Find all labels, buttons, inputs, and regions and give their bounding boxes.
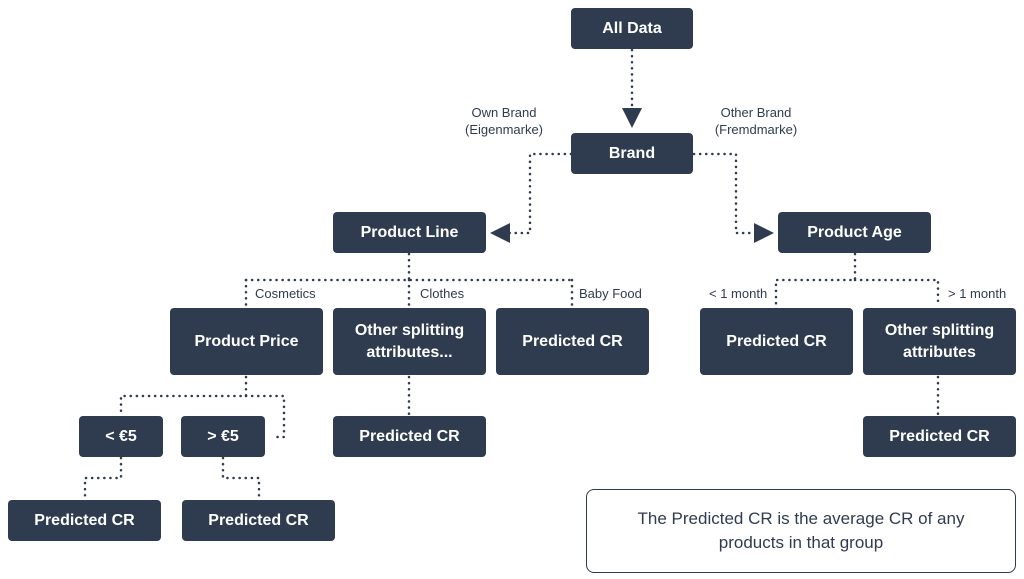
label-other-brand: Other Brand (Fremdmarke) [706, 104, 806, 138]
edge-gt5-predicted [221, 456, 261, 500]
edge-productage-split-right [853, 278, 940, 308]
node-other-splitting-1-line1: Other splitting [354, 321, 465, 339]
node-predicted-lt-5: Predicted CR [8, 500, 161, 541]
node-other-splitting-2: Other splitting attributes [863, 308, 1016, 375]
label-gt-1-month: > 1 month [948, 286, 1007, 301]
node-product-price: Product Price [170, 308, 323, 375]
label-other-brand-line1: Other Brand [720, 105, 792, 120]
node-product-age: Product Age [778, 212, 931, 253]
label-lt-1-month: < 1 month [709, 286, 768, 301]
node-gt-5: > €5 [181, 416, 265, 457]
node-lt-5: < €5 [79, 416, 163, 457]
label-own-brand: Own Brand (Eigenmarke) [456, 104, 552, 138]
node-predicted-baby-food: Predicted CR [496, 308, 649, 375]
node-other-splitting-1: Other splitting attributes... [333, 308, 486, 375]
node-other-splitting-2-line1: Other splitting [884, 321, 995, 339]
label-baby-food: Baby Food [579, 286, 642, 301]
node-predicted-gt-5: Predicted CR [182, 500, 335, 541]
label-clothes: Clothes [420, 286, 465, 301]
label-own-brand-line1: Own Brand [471, 105, 537, 120]
node-other-splitting-1-line2: attributes... [366, 343, 453, 361]
edge-brand-productage [692, 152, 774, 243]
node-all-data: All Data [571, 8, 693, 49]
label-other-brand-line2: (Fremdmarke) [714, 122, 798, 137]
edge-lt5-predicted [83, 456, 123, 500]
edge-brand-productline [490, 152, 573, 243]
node-predicted-lt-1-month: Predicted CR [700, 308, 853, 375]
label-cosmetics: Cosmetics [255, 286, 316, 301]
label-own-brand-line2: (Eigenmarke) [464, 122, 544, 137]
node-product-line: Product Line [333, 212, 486, 253]
edge-price-split [119, 375, 248, 416]
note-box: The Predicted CR is the average CR of an… [586, 489, 1016, 573]
node-predicted-other-1: Predicted CR [333, 416, 486, 457]
node-brand: Brand [571, 133, 693, 174]
edge-productage-split [774, 252, 857, 308]
edge-price-split-right [244, 394, 286, 439]
node-predicted-other-2: Predicted CR [863, 416, 1016, 457]
node-other-splitting-2-line2: attributes [903, 343, 976, 361]
